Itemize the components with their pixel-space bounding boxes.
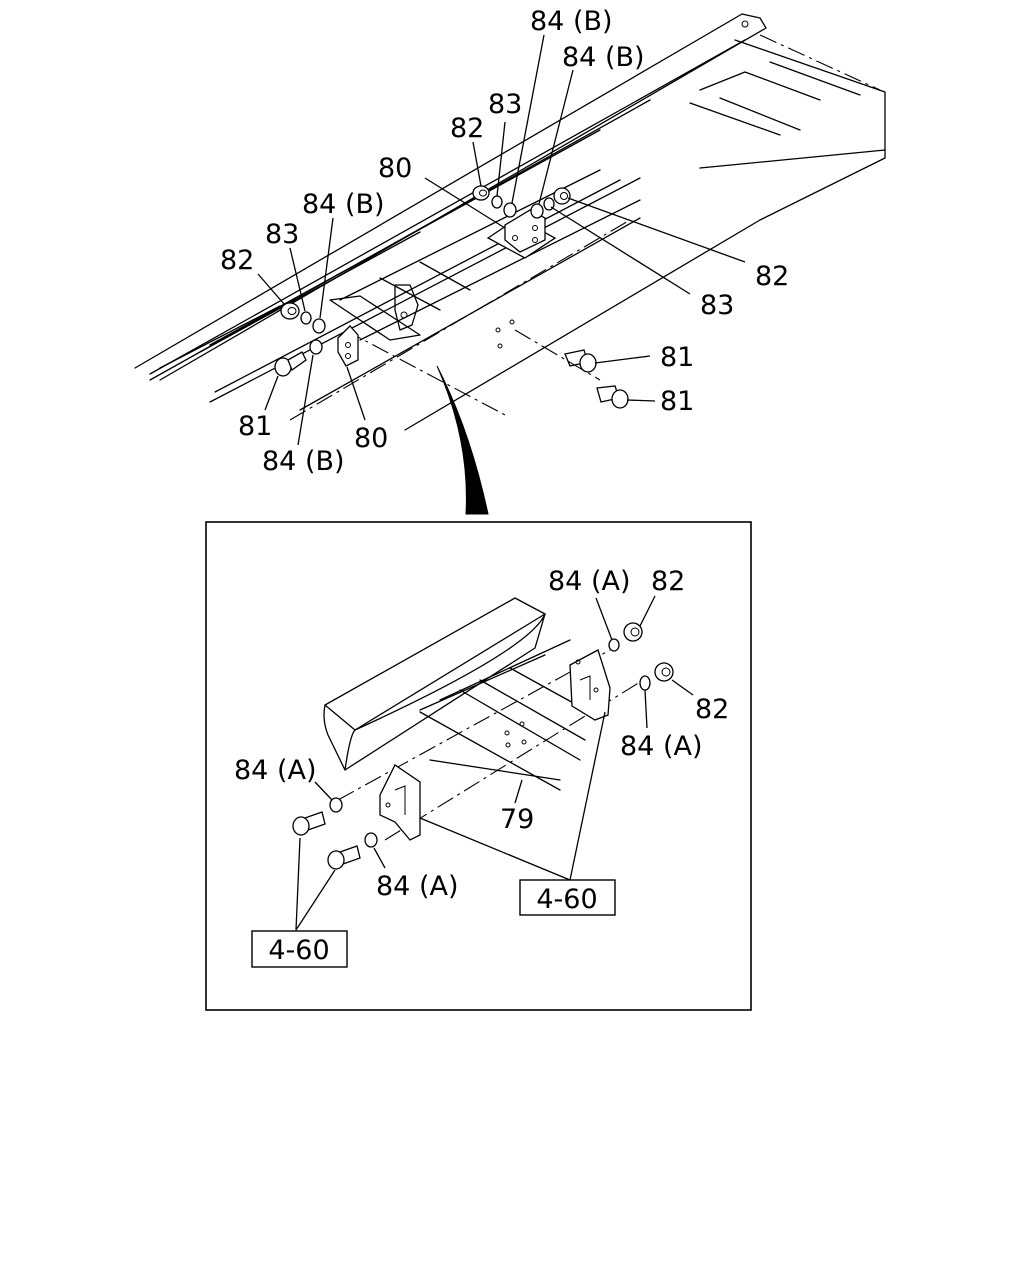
label-82-top: 82 <box>450 113 484 144</box>
detail-callout-pointer <box>436 365 489 515</box>
label-84b-left: 84 (B) <box>302 189 385 220</box>
label-84b-top2: 84 (B) <box>562 42 645 73</box>
bracket-left <box>379 764 421 841</box>
washer-84a-right <box>639 675 651 691</box>
label-79: 79 <box>500 804 534 835</box>
label-81-right2: 81 <box>660 386 694 417</box>
ref-label-left: 4-60 <box>268 935 329 966</box>
label-81-right1: 81 <box>660 342 694 373</box>
bolt-81-right-2 <box>596 385 629 409</box>
nut-82-left <box>280 302 300 320</box>
washer-84b-bottom <box>309 339 323 355</box>
label-80-bottom: 80 <box>354 423 388 454</box>
detail-leaders <box>295 595 694 931</box>
upper-labels: 84 (B) 84 (B) 83 82 80 84 (B) 83 82 82 8… <box>220 6 789 477</box>
washer-83-top <box>491 195 503 209</box>
label-82-right: 82 <box>755 261 789 292</box>
nut-82-top <box>472 185 490 201</box>
label-84a-top: 84 (A) <box>548 566 630 597</box>
nut-82-top <box>623 622 643 642</box>
label-84a-bottom: 84 (A) <box>376 871 458 902</box>
label-84a-right: 84 (A) <box>620 731 702 762</box>
washer-84b-top1 <box>503 202 517 218</box>
nut-82-right <box>553 187 571 205</box>
bolt-81-left <box>274 351 307 377</box>
washer-83-left <box>300 311 312 325</box>
label-83-left: 83 <box>265 219 299 250</box>
bracket-80-bottom <box>337 325 359 367</box>
label-82-top: 82 <box>651 566 685 597</box>
bolt-81-right-1 <box>564 349 597 373</box>
washer-84a-top <box>608 638 620 652</box>
washer-84a-left <box>329 797 343 813</box>
washer-84a-bottom <box>364 832 378 848</box>
label-84a-left: 84 (A) <box>234 755 316 786</box>
detail-frame <box>205 521 752 1011</box>
label-82-left: 82 <box>220 245 254 276</box>
bolt-left-lower <box>327 845 361 870</box>
label-84b-top1: 84 (B) <box>530 6 613 37</box>
ref-box-left[interactable]: 4-60 <box>251 930 348 968</box>
label-84b-bottom: 84 (B) <box>262 446 345 477</box>
detail-labels: 84 (A) 82 82 84 (A) 84 (A) 79 84 (A) <box>234 566 729 902</box>
detail-frame-member <box>323 597 596 791</box>
washer-84b-left <box>312 318 326 334</box>
label-82-right: 82 <box>695 694 729 725</box>
washer-84b-top2 <box>530 203 544 219</box>
label-83-top: 83 <box>488 89 522 120</box>
bolt-left-upper <box>292 811 326 836</box>
upper-leaders <box>257 34 746 446</box>
bracket-80-top <box>486 209 557 259</box>
label-83-right: 83 <box>700 290 734 321</box>
label-81-left: 81 <box>238 411 272 442</box>
label-80-top: 80 <box>378 153 412 184</box>
ref-box-right[interactable]: 4-60 <box>519 879 616 916</box>
nut-82-right <box>654 662 674 682</box>
bracket-right <box>569 649 611 721</box>
ref-label-right: 4-60 <box>536 884 597 915</box>
